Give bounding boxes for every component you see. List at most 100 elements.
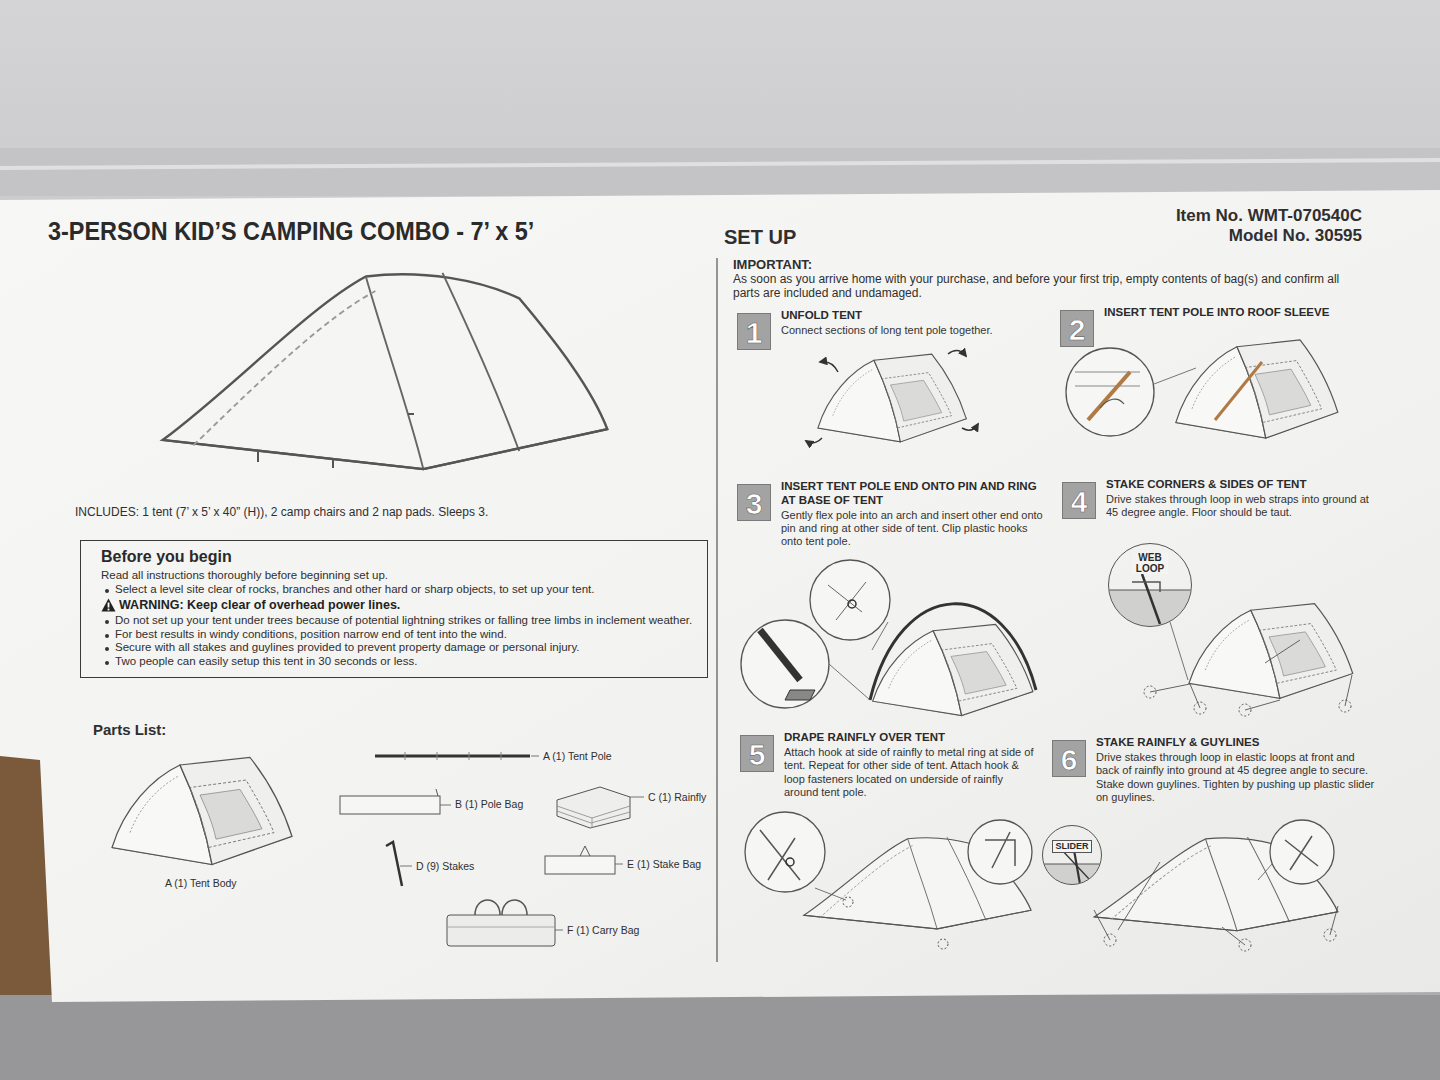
step-2-drawing (1154, 368, 1196, 384)
parts-drawings (469, 752, 470, 760)
slider-callout: SLIDER (1042, 825, 1102, 885)
important-heading: IMPORTANT: (733, 257, 812, 272)
bullet-dot (105, 620, 109, 624)
step-4-drawing (1144, 686, 1156, 698)
step-instruction: Attach hook at side of rainfly to metal … (784, 746, 1036, 800)
bullet-item: Do not set up your tent under trees beca… (115, 614, 693, 628)
parts-drawings (475, 900, 527, 915)
parts-drawings (405, 752, 406, 760)
warning-icon (101, 598, 116, 612)
callout-label: SLIDER (1052, 840, 1091, 853)
step-5-drawing (968, 820, 1032, 884)
part-label: A (1) Tent Pole (543, 750, 612, 762)
step-2-drawing (1100, 399, 1124, 408)
bullet-item: Select a level site clear of rocks, bran… (115, 583, 693, 597)
step-6-drawing (1258, 864, 1272, 880)
bullet-item: Two people can easily setup this tent in… (115, 655, 693, 669)
step-2-drawing (1088, 372, 1130, 420)
step-5-drawing (786, 858, 794, 866)
column-divider (717, 258, 718, 962)
step-5-drawing (938, 939, 948, 949)
sheet-title: 3-PERSON KID’S CAMPING COMBO - 7’ x 5’ (48, 216, 534, 247)
parts-drawings (340, 796, 440, 814)
step-instruction: Gently flex pole into an arch and insert… (781, 509, 1045, 549)
step-2-drawing (1066, 340, 1338, 438)
warning-mark (108, 608, 110, 610)
part-label: F (1) Carry Bag (567, 924, 639, 936)
bullet-item: For best results in windy conditions, po… (115, 628, 693, 642)
step-1-drawing (948, 350, 966, 356)
item-number: Item No. WMT-070540C (1176, 206, 1362, 226)
step-heading: STAKE RAINFLY & GUYLINES (1096, 736, 1378, 750)
step-3-drawing (760, 630, 800, 680)
step-6-drawing (1074, 850, 1080, 884)
bullet-dot (105, 647, 109, 651)
parts-drawings (580, 846, 590, 856)
warning-text: WARNING: Keep clear of overhead power li… (119, 598, 693, 613)
step-number: 2 (1061, 311, 1093, 348)
step-2-drawing (1215, 362, 1262, 420)
photo-background (0, 148, 1440, 196)
step-text-column: UNFOLD TENTConnect sections of long tent… (781, 309, 1081, 337)
step-heading: INSERT TENT POLE INTO ROOF SLEEVE (1104, 306, 1394, 320)
parts-drawings (437, 752, 438, 760)
step-1-drawing (818, 354, 967, 442)
parts-drawings (531, 756, 539, 757)
step-6-drawing (1104, 934, 1116, 946)
step-4-drawing (1150, 640, 1352, 710)
step-1-drawing (806, 350, 978, 442)
parts-drawings (386, 842, 402, 886)
parts-drawings (545, 856, 615, 874)
tent-with-rainfly-drawing (332, 458, 334, 468)
parts-drawings (501, 752, 502, 760)
part-label: D (9) Stakes (416, 860, 474, 872)
step-badge: 5DRAPE RAINFLY OVER TENTAttach hook at s… (740, 735, 774, 772)
warning-triangle (102, 598, 116, 611)
step-4-drawing (1339, 700, 1351, 712)
parts-drawings (375, 755, 530, 758)
step-number: 5 (741, 736, 773, 773)
step-3-drawing (848, 600, 856, 608)
step-4-drawing (1100, 574, 1200, 640)
parts-drawings (112, 758, 292, 865)
step-3-drawing (741, 560, 1036, 716)
step-instruction: Drive stakes through loop in web straps … (1106, 493, 1378, 520)
step-4-drawing (1170, 622, 1188, 680)
body-text: Read all instructions thoroughly before … (101, 569, 693, 583)
step-heading: INSERT TENT POLE END ONTO PIN AND RING A… (781, 480, 1045, 508)
parts-drawings (447, 915, 555, 946)
parts-drawings (112, 752, 644, 946)
step-3-drawing (872, 622, 888, 650)
bullet-dot (105, 661, 109, 665)
step-4-drawing (1194, 702, 1206, 714)
step-text-column: DRAPE RAINFLY OVER TENTAttach hook at si… (784, 731, 1036, 799)
step-6-drawing (1239, 939, 1251, 951)
section-heading: SET UP (724, 226, 796, 250)
tent-with-rainfly-drawing (163, 273, 608, 469)
step-1-drawing (820, 362, 838, 372)
callout-label: WEB LOOP (1132, 553, 1168, 574)
step-3-drawing (870, 604, 1036, 700)
photo-background (0, 995, 1440, 1080)
step-2-drawing (1066, 348, 1154, 436)
step-text-column: STAKE RAINFLY & GUYLINESDrive stakes thr… (1096, 736, 1378, 804)
step-5-drawing (815, 888, 846, 900)
step-3-drawing (810, 560, 890, 640)
parts-drawings (440, 805, 451, 806)
step-6-drawing (1324, 929, 1336, 941)
step-badge: 3INSERT TENT POLE END ONTO PIN AND RING … (737, 484, 771, 521)
important-note: As soon as you arrive home with your pur… (733, 272, 1358, 300)
step-instruction: Drive stakes through loop in elastic loo… (1096, 751, 1378, 805)
parts-drawings (630, 797, 644, 798)
step-6-drawing (1285, 836, 1318, 870)
step-3-drawing (828, 582, 866, 620)
step-3-drawing (785, 690, 815, 700)
part-label: A (1) Tent Body (165, 877, 237, 889)
step-5-drawing (843, 897, 853, 907)
tent-with-rainfly-drawing (257, 452, 259, 462)
step-badge: 6STAKE RAINFLY & GUYLINESDrive stakes th… (1052, 740, 1086, 777)
parts-drawings (557, 806, 630, 828)
before-you-begin-box: Before you beginRead all instructions th… (80, 540, 708, 678)
